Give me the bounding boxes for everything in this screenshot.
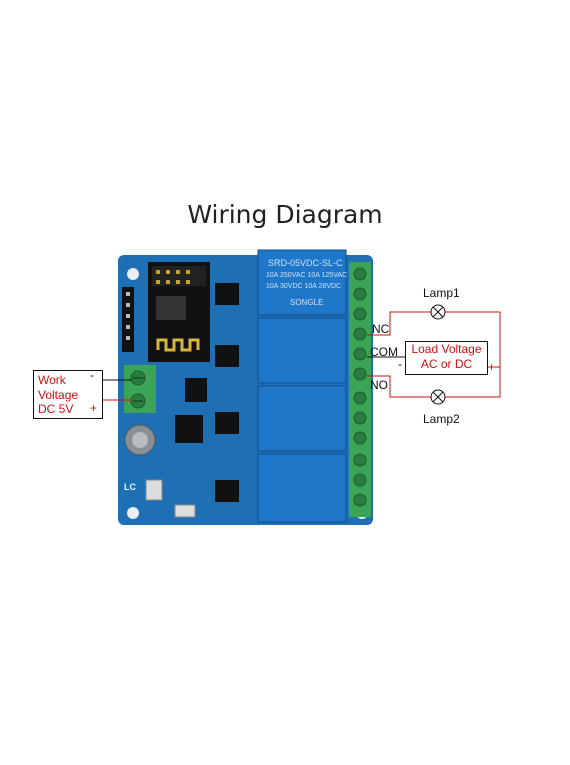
pin-header xyxy=(122,287,134,352)
relay-rating-1: 10A 250VAC 10A 125VAC xyxy=(266,272,348,279)
mounting-hole xyxy=(127,268,139,280)
output-terminal-column xyxy=(349,262,371,517)
ic-chip xyxy=(215,345,239,367)
relay-part-number: SRD-05VDC-SL-C xyxy=(268,258,343,268)
terminal-nc-label: NC xyxy=(372,322,390,336)
load-voltage-line1: Load Voltage xyxy=(411,342,482,356)
load-voltage-plus: + xyxy=(488,360,496,374)
work-voltage-line1: Work xyxy=(38,373,66,387)
lamp2-symbol xyxy=(430,389,446,405)
relay-rating-2: 10A 30VDC 10A 28VDC xyxy=(266,283,342,290)
lamp1-symbol xyxy=(430,304,446,320)
no-wire xyxy=(367,367,501,398)
load-voltage-minus: - xyxy=(398,357,402,371)
work-voltage-line2: Voltage xyxy=(38,388,79,402)
terminal-no-label: NO xyxy=(370,378,388,392)
button xyxy=(174,504,196,518)
load-voltage-line2: AC or DC xyxy=(420,357,473,371)
ic-chip xyxy=(175,415,203,443)
relay xyxy=(257,317,347,384)
relay-brand: SONGLE xyxy=(290,298,324,307)
jumper xyxy=(185,378,207,402)
load-voltage-box: Load Voltage AC or DC xyxy=(405,341,488,375)
lamp2-label: Lamp2 xyxy=(423,412,460,426)
relay xyxy=(257,385,347,452)
terminal-com-label: COM xyxy=(370,345,398,359)
relay xyxy=(257,453,347,523)
ic-chip xyxy=(215,412,239,434)
work-voltage-minus: - xyxy=(90,368,94,382)
work-voltage-line3: DC 5V xyxy=(38,402,74,416)
mounting-hole xyxy=(127,507,139,519)
silkscreen-lc: LC xyxy=(124,482,136,492)
diagram-title: Wiring Diagram xyxy=(187,200,383,229)
work-voltage-plus: + xyxy=(90,401,98,415)
button xyxy=(145,479,163,501)
ic-chip xyxy=(215,480,239,502)
antenna-trace xyxy=(156,338,200,352)
relay xyxy=(257,249,347,316)
lamp1-label: Lamp1 xyxy=(423,286,460,300)
ic-chip xyxy=(215,283,239,305)
work-voltage-box: Work Voltage DC 5V xyxy=(33,370,103,419)
